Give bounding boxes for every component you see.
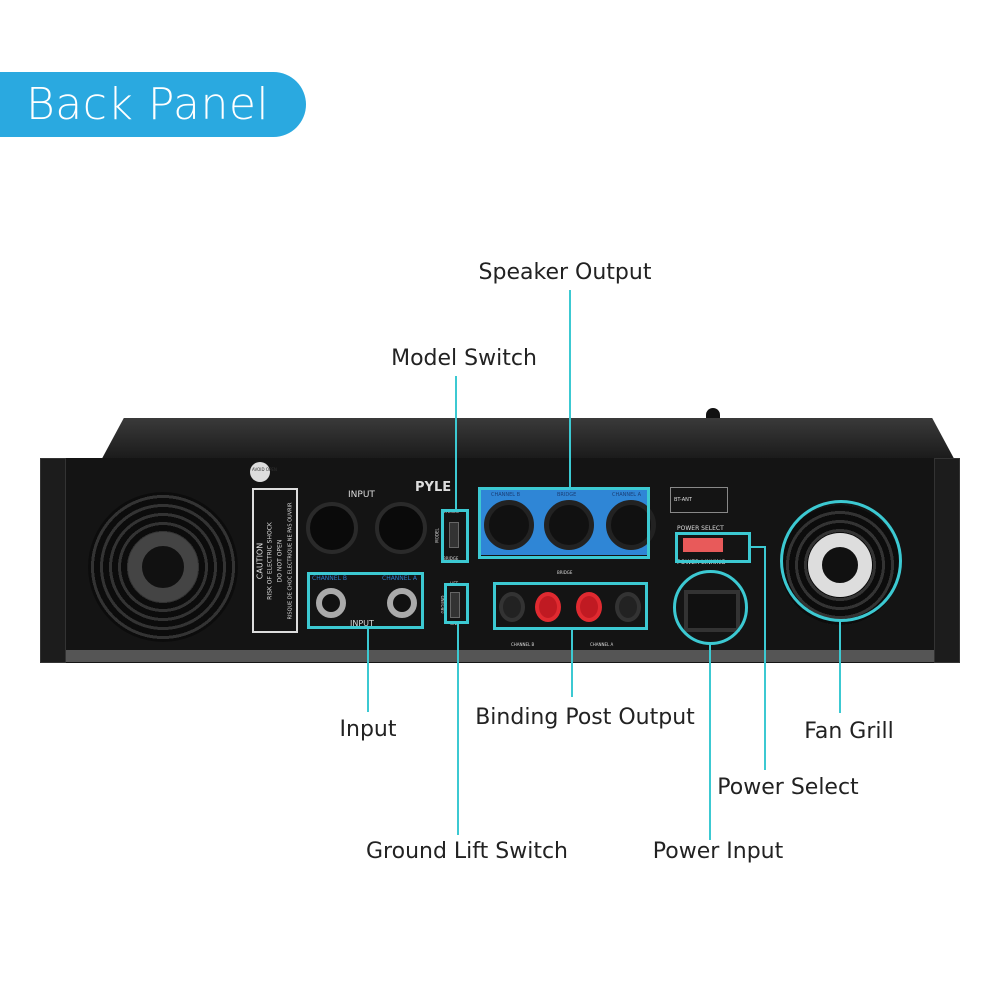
xlr-input-label: INPUT bbox=[348, 490, 375, 500]
callout-ground-lift-switch: Ground Lift Switch bbox=[366, 839, 568, 864]
binding-post-a-black[interactable] bbox=[615, 592, 641, 622]
input-highlight bbox=[307, 572, 424, 629]
avoid-open-sticker bbox=[250, 462, 270, 482]
power-input-line bbox=[709, 644, 711, 840]
warning-text-1: RISK OF ELECTRIC SHOCK bbox=[266, 522, 274, 600]
callout-input: Input bbox=[339, 717, 397, 742]
caution-label bbox=[252, 488, 298, 633]
power-select-line-v bbox=[764, 546, 766, 770]
binding-post-b-red[interactable] bbox=[535, 592, 561, 622]
fan-grill-line bbox=[839, 621, 841, 713]
binding-post-b-black[interactable] bbox=[499, 592, 525, 622]
quarter-inch-input-b[interactable] bbox=[316, 588, 346, 618]
power-select-line-h bbox=[750, 546, 766, 548]
binding-channel-a-label: CHANNEL A bbox=[590, 642, 614, 647]
binding-bridge-label: BRIDGE bbox=[557, 570, 573, 575]
rack-ear-left bbox=[40, 458, 66, 663]
model-switch[interactable] bbox=[449, 522, 459, 548]
binding-post-line bbox=[571, 629, 573, 697]
binding-post-highlight bbox=[493, 582, 648, 630]
model-switch-line bbox=[455, 376, 457, 510]
callout-power-select: Power Select bbox=[717, 775, 859, 800]
callout-binding-post-output: Binding Post Output bbox=[475, 705, 695, 730]
warning-text-2: DO NOT OPEN bbox=[276, 539, 284, 583]
ground-lift-switch[interactable] bbox=[450, 592, 460, 618]
amplifier-base bbox=[55, 650, 945, 662]
speakon-bridge-label: BRIDGE bbox=[557, 492, 577, 498]
caution-text: CAUTION bbox=[255, 542, 265, 580]
quarter-inch-input-a[interactable] bbox=[387, 588, 417, 618]
jack-channel-b-label: CHANNEL B bbox=[312, 575, 347, 582]
jack-input-label: INPUT bbox=[350, 619, 374, 628]
rack-ear-right bbox=[934, 458, 960, 663]
xlr-input-a[interactable] bbox=[375, 502, 427, 554]
bridge-switch-label: BRIDGE bbox=[443, 556, 459, 561]
avoid-open-text: AVOID OPEN bbox=[252, 467, 277, 472]
bt-ant-label: BT-ANT bbox=[674, 497, 692, 503]
xlr-input-b[interactable] bbox=[306, 502, 358, 554]
warning-text-3: RISQUE DE CHOC ELECTRIQUE NE PAS OUVRIR bbox=[287, 502, 294, 620]
speaker-output-line bbox=[569, 290, 571, 488]
input-line bbox=[367, 628, 369, 712]
power-select-text: POWER SELECT bbox=[677, 525, 724, 532]
fan-grill-highlight bbox=[780, 500, 902, 622]
brand-logo: PYLE bbox=[415, 480, 452, 495]
speaker-output-highlight bbox=[478, 487, 650, 559]
ground-switch-highlight bbox=[444, 583, 469, 624]
callout-fan-grill: Fan Grill bbox=[804, 719, 894, 744]
callout-power-input: Power Input bbox=[652, 839, 784, 864]
caution-text-block: CAUTION RISK OF ELECTRIC SHOCK DO NOT OP… bbox=[253, 489, 299, 634]
callout-speaker-output: Speaker Output bbox=[478, 260, 652, 285]
power-select-switch[interactable] bbox=[683, 538, 723, 552]
speakon-channel-b-label: CHANNEL B bbox=[491, 492, 521, 498]
section-banner: Back Panel bbox=[0, 72, 306, 137]
callout-model-switch: Model Switch bbox=[391, 346, 537, 371]
binding-channel-b-label: CHANNEL B bbox=[511, 642, 535, 647]
speakon-channel-a-label: CHANNEL A bbox=[612, 492, 642, 498]
power-input-highlight bbox=[673, 570, 748, 645]
speakon-channel-b[interactable] bbox=[484, 500, 534, 550]
binding-post-a-red[interactable] bbox=[576, 592, 602, 622]
fan-left-hub bbox=[128, 532, 198, 602]
model-label: MODEL bbox=[434, 528, 440, 543]
power-select-highlight bbox=[675, 532, 751, 563]
model-switch-highlight bbox=[441, 509, 469, 563]
bt-ant-plate bbox=[670, 487, 728, 513]
jack-channel-a-label: CHANNEL A bbox=[382, 575, 417, 582]
ground-lift-line bbox=[457, 623, 459, 835]
speakon-bridge[interactable] bbox=[544, 500, 594, 550]
